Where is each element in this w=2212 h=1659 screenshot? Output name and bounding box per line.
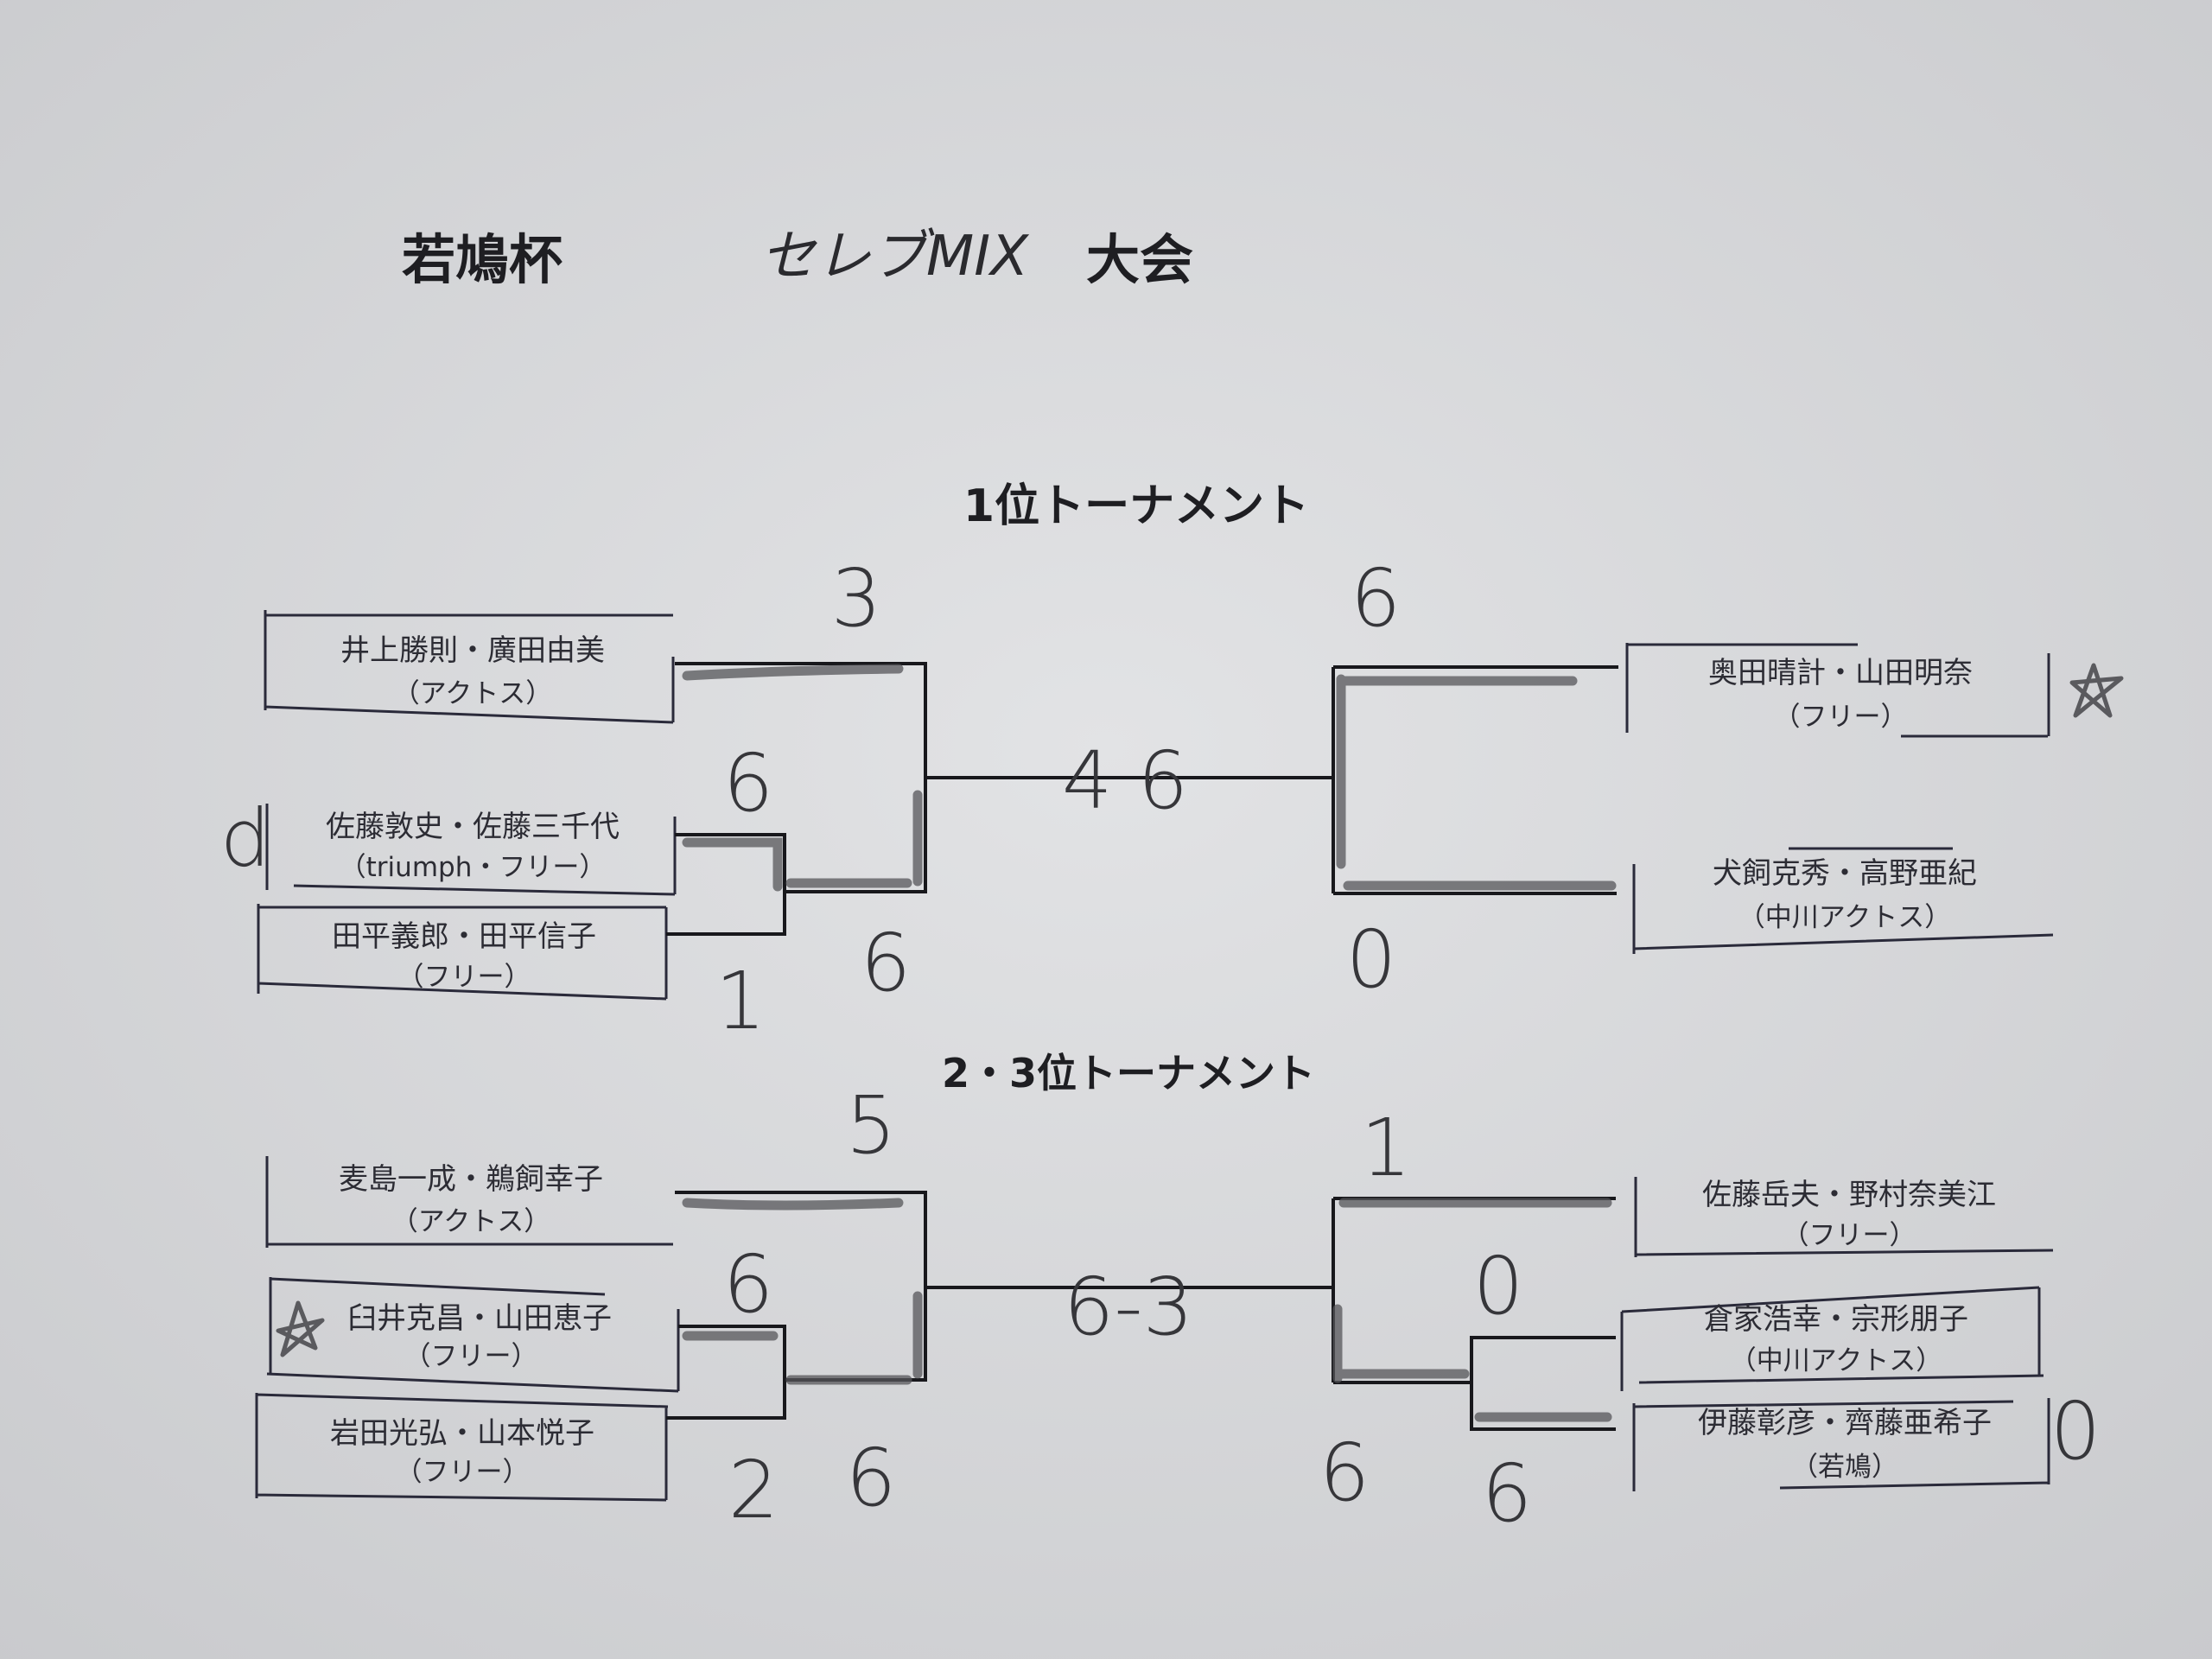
final-score: 6-3 (1064, 1261, 1193, 1353)
team-names: 岩田光弘・山本悦子 (330, 1416, 594, 1451)
team-names: 犬飼克秀・高野亜紀 (1713, 856, 1977, 891)
team-names: 伊藤彰彦・齊藤亜希子 (1698, 1406, 1992, 1440)
team-names: 佐藤岳夫・野村奈美江 (1702, 1178, 1996, 1212)
score: 6 (1351, 552, 1402, 645)
handwritten-mark: 0 (2050, 1385, 2101, 1478)
team-names: 臼井克昌・山田恵子 (347, 1301, 612, 1336)
team-names: 麦島一成・鵜飼幸子 (339, 1162, 603, 1197)
first-left-team-1: 井上勝則・廣田由美 （アクトス） (264, 610, 675, 724)
score: 0 (1473, 1240, 1524, 1332)
first-left-team-2: 佐藤敦史・佐藤三千代 （triumph・フリー） (265, 804, 677, 896)
score: 1 (1361, 1102, 1412, 1194)
score: 2 (728, 1444, 779, 1536)
team-club: （triumph・フリー） (340, 852, 607, 883)
first-left-team-3: 田平義郎・田平信子 （フリー） (257, 904, 668, 1001)
score: 3 (831, 552, 882, 645)
score: 6 (723, 1238, 774, 1331)
score: 6 (846, 1432, 897, 1524)
second-scores: 5 6 2 6 6-3 1 0 6 6 0 (723, 1079, 2101, 1540)
first-right-team-1: 奥田晴計・山田明奈 （フリー） (1625, 643, 2050, 738)
score: 0 (1346, 913, 1397, 1006)
team-club: （フリー） (404, 1341, 538, 1372)
event-suffix: 大会 (1086, 228, 1193, 291)
team-names: 倉家浩幸・宗形朋子 (1704, 1302, 1968, 1337)
event-name-handwritten: セレブMIX (760, 225, 1029, 289)
second-right-team-2: 倉家浩幸・宗形朋子 （中川アクトス） (1620, 1286, 2044, 1391)
cup-name: 若鳩杯 (402, 228, 563, 291)
second-left-team-2: 臼井克昌・山田恵子 （フリー） (266, 1277, 680, 1393)
team-club: （フリー） (1774, 702, 1908, 733)
first-place-title: 1位トーナメント (963, 480, 1309, 532)
score: 5 (846, 1079, 897, 1172)
second-right-team-1: 佐藤岳夫・野村奈美江 （フリー） (1634, 1177, 2054, 1257)
star-mark-icon (2069, 663, 2124, 718)
team-club: （フリー） (1783, 1220, 1916, 1251)
score: 1 (715, 955, 766, 1047)
first-scores: 3 6 1 6 4 6 6 0 d (220, 552, 1401, 1047)
final-score: 4 6 (1062, 734, 1188, 827)
second-left-team-1: 麦島一成・鵜飼幸子 （アクトス） (265, 1156, 673, 1248)
second-left-team-3: 岩田光弘・山本悦子 （フリー） (255, 1393, 669, 1502)
team-club: （中川アクトス） (1738, 902, 1951, 933)
team-names: 井上勝則・廣田由美 (340, 633, 605, 668)
star-mark-icon (276, 1300, 325, 1357)
team-club: （若鳩） (1791, 1452, 1898, 1483)
team-club: （フリー） (397, 962, 531, 993)
score: 6 (723, 737, 774, 830)
handwritten-mark: d (220, 792, 270, 885)
first-right-team-2: 犬飼克秀・高野亜紀 （中川アクトス） (1632, 847, 2054, 954)
team-names: 田平義郎・田平信子 (332, 919, 596, 954)
team-club: （アクトス） (393, 678, 552, 709)
score: 6 (861, 917, 912, 1009)
second-right-team-3: 伊藤彰彦・齊藤亜希子 （若鳩） (1632, 1398, 2050, 1491)
team-club: （アクトス） (391, 1206, 550, 1237)
second-third-title: 2・3位トーナメント (942, 1050, 1315, 1096)
first-bracket-lines (666, 662, 1618, 936)
second-bracket-lines (666, 1191, 1616, 1431)
team-club: （フリー） (396, 1457, 530, 1488)
score: 6 (1482, 1447, 1533, 1540)
score: 6 (1319, 1427, 1370, 1519)
team-names: 奥田晴計・山田明奈 (1708, 656, 1973, 690)
team-names: 佐藤敦史・佐藤三千代 (326, 810, 620, 844)
team-club: （中川アクトス） (1730, 1345, 1942, 1376)
